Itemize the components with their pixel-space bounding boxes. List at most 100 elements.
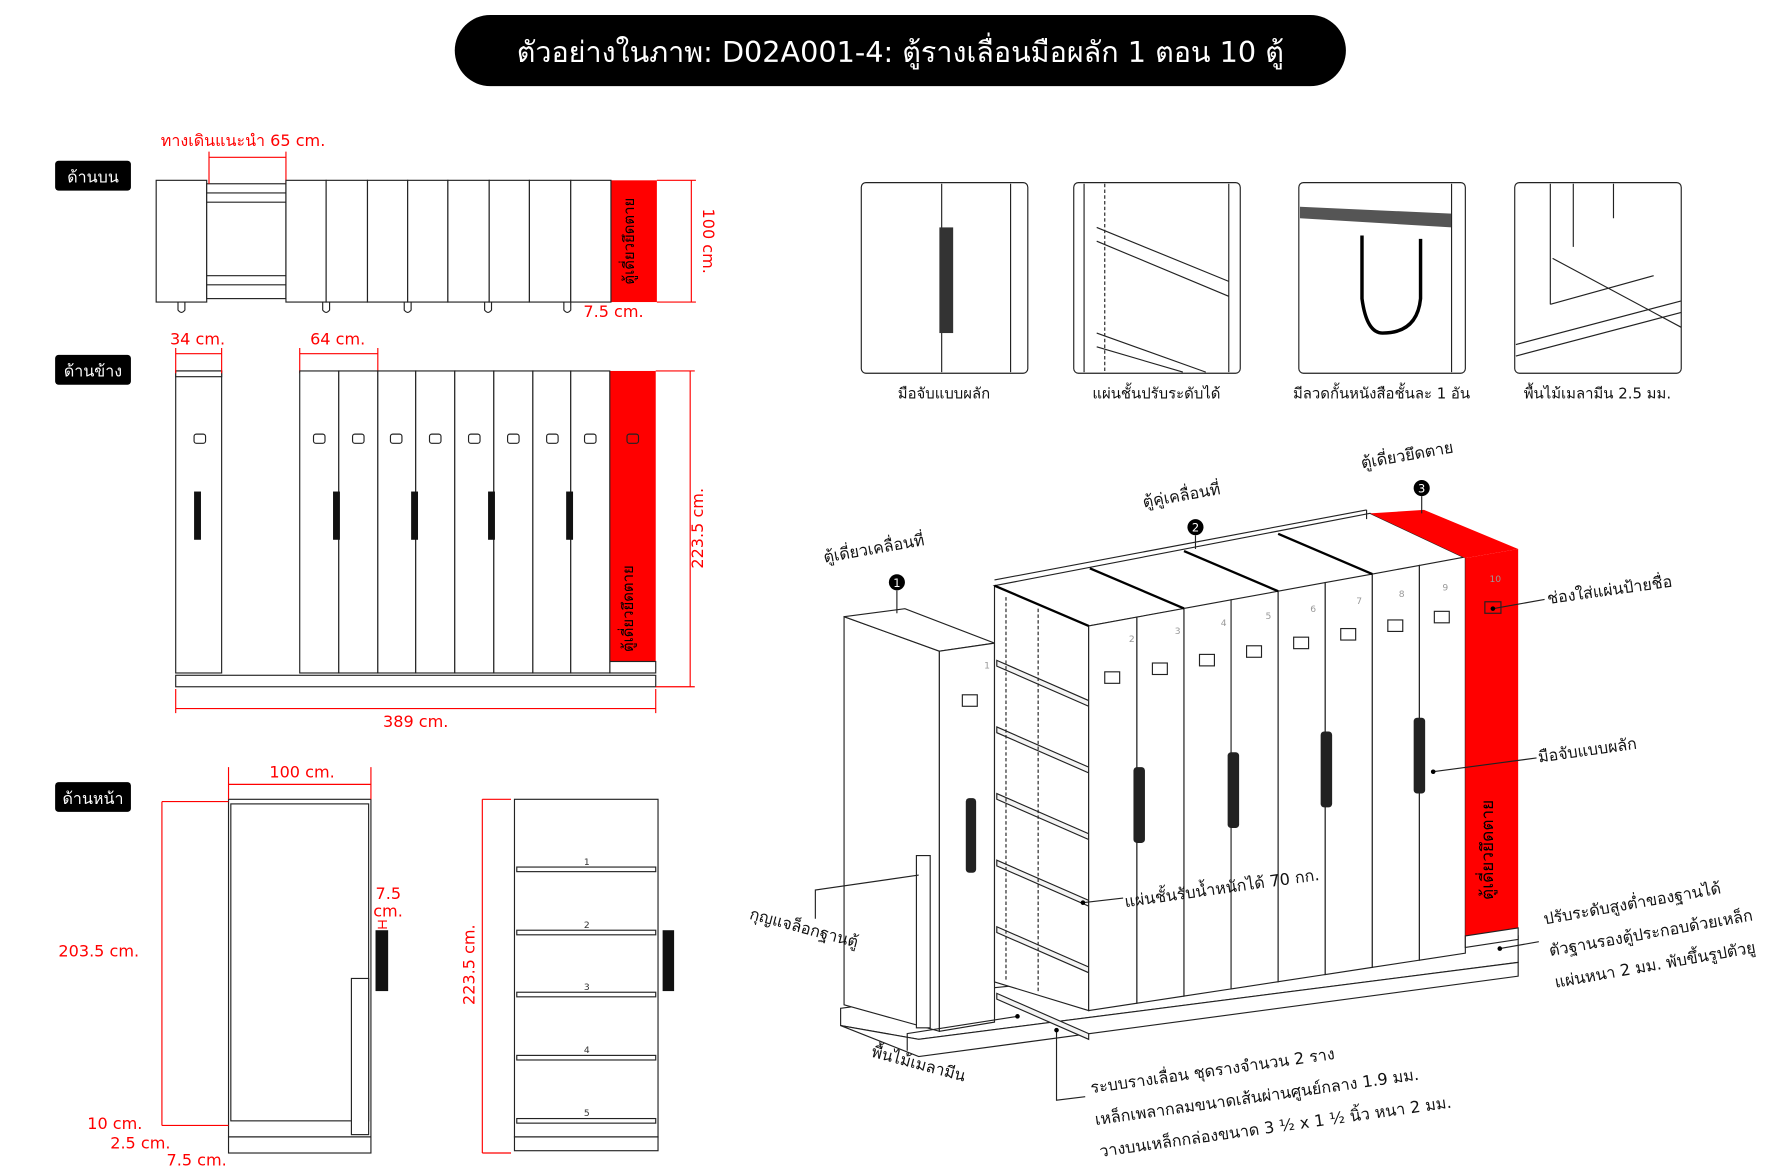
shelf-number: 5 <box>584 1108 590 1119</box>
svg-text:ตู้เดี่ยวยึดตาย: ตู้เดี่ยวยึดตาย <box>1359 436 1455 474</box>
handle-icon <box>488 491 495 540</box>
wheel-icon <box>484 302 493 313</box>
cabinet-number: 7 <box>1356 596 1362 607</box>
svg-text:มีลวดกั้นหนังสือชั้นละ 1 อัน: มีลวดกั้นหนังสือชั้นละ 1 อัน <box>1293 383 1470 403</box>
fixed-cabinet-top <box>1370 509 1519 559</box>
iso-cabinet-front <box>1324 573 1373 976</box>
wheel-icon <box>563 302 572 313</box>
svg-text:2.5 cm.: 2.5 cm. <box>110 1133 170 1152</box>
label-slot-icon <box>389 433 403 444</box>
cabinet-number: 8 <box>1399 589 1405 600</box>
detail-adjustable-shelf: แผ่นชั้นปรับระดับได้ <box>1073 182 1241 403</box>
svg-text:100 cm.: 100 cm. <box>699 209 718 274</box>
svg-text:10 cm.: 10 cm. <box>87 1114 142 1133</box>
side-view: ตู้เดี่ยวยึดตาย 34 cm. 64 cm. 223.5 cm. … <box>170 330 707 731</box>
cabinet-number: 5 <box>1266 611 1272 622</box>
iso-cabinet-front <box>1088 616 1138 1012</box>
shelf-number: 3 <box>584 982 590 993</box>
handle-icon <box>662 930 675 992</box>
iso-cabinet-front <box>1277 581 1326 983</box>
tag-side: ด้านข้าง <box>55 354 131 385</box>
shelf <box>516 1054 657 1061</box>
svg-text:1: 1 <box>893 576 900 590</box>
marker-2: 2 ตู้คู่เคลื่อนที่ <box>1141 477 1222 549</box>
side-cabinet <box>338 370 379 674</box>
side-cabinet <box>454 370 495 674</box>
side-cabinet <box>299 370 340 674</box>
handle-icon <box>1320 731 1333 808</box>
svg-text:7.5 cm.: 7.5 cm. <box>167 1151 227 1170</box>
top-cabinet <box>447 179 490 303</box>
handle-icon <box>333 491 340 540</box>
label-slot-icon <box>583 433 597 444</box>
top-cabinet <box>285 179 327 303</box>
label-slot-icon <box>1198 653 1215 667</box>
fixed-cabinet-front <box>1465 548 1519 936</box>
svg-text:223.5 cm.: 223.5 cm. <box>459 924 478 1005</box>
svg-text:223.5 cm.: 223.5 cm. <box>688 488 707 569</box>
label-slot-icon <box>1387 619 1404 633</box>
label-slot-icon <box>1151 662 1168 676</box>
svg-text:ด้านข้าง: ด้านข้าง <box>64 362 122 381</box>
title-banner: ตัวอย่างในภาพ: D02A001-4: ตู้รางเลื่อนมื… <box>454 14 1346 87</box>
detail-push-handle: มือจับแบบผลัก <box>860 182 1029 403</box>
handle-icon <box>965 798 977 873</box>
fixed-cabinet-top <box>610 180 657 303</box>
callout-name-slot: ช่องใส่แผ่นป้ายชื่อ <box>1546 570 1674 608</box>
svg-text:64 cm.: 64 cm. <box>310 330 365 349</box>
iso-cabinet-front <box>1418 556 1466 961</box>
handle-icon <box>1413 717 1426 794</box>
svg-text:34 cm.: 34 cm. <box>170 330 225 349</box>
side-cabinet <box>415 370 456 674</box>
top-cabinet <box>570 179 612 303</box>
label-slot-icon <box>626 433 640 444</box>
handle-icon <box>375 930 389 992</box>
shelf <box>516 866 657 873</box>
front-view: 100 cm. 203.5 cm. 10 cm. 2.5 cm. 7.5 cm.… <box>58 762 402 1169</box>
svg-text:ด้านหน้า: ด้านหน้า <box>63 789 124 808</box>
label-slot-icon <box>351 433 365 444</box>
cabinet-number: 9 <box>1442 582 1448 593</box>
wheel-icon <box>403 302 412 313</box>
svg-text:ตู้เดี่ยวยึดตาย: ตู้เดี่ยวยึดตาย <box>1475 800 1498 900</box>
label-slot-icon <box>312 433 326 444</box>
shelf-number: 2 <box>584 920 590 931</box>
handle-icon <box>1227 752 1240 829</box>
svg-text:ตู้เดี่ยวยึดตาย: ตู้เดี่ยวยึดตาย <box>617 565 637 652</box>
svg-text:ตู้คู่เคลื่อนที่: ตู้คู่เคลื่อนที่ <box>1141 477 1222 512</box>
top-cabinet <box>366 179 409 303</box>
top-cabinet <box>528 179 572 303</box>
callout-base: ปรับระดับสูงต่ำของฐานได้ ตัวฐานรองตู้ประ… <box>1542 877 1757 993</box>
svg-text:cm.: cm. <box>373 901 403 920</box>
base-lock <box>915 855 931 1029</box>
cabinet-number: 4 <box>1221 618 1227 629</box>
wheel-icon <box>177 302 186 313</box>
shelf-number: 4 <box>584 1045 590 1056</box>
svg-text:ตู้เดี่ยวเคลื่อนที่: ตู้เดี่ยวเคลื่อนที่ <box>822 528 926 567</box>
svg-text:100 cm.: 100 cm. <box>269 762 334 781</box>
label-slot-icon <box>507 433 520 444</box>
marker-1: 1 ตู้เดี่ยวเคลื่อนที่ <box>822 528 926 614</box>
cabinet-number: 10 <box>1489 574 1501 585</box>
shelf <box>516 929 657 936</box>
svg-text:7.5: 7.5 <box>376 884 402 903</box>
label-slot-icon <box>1340 627 1357 641</box>
svg-text:พื้นไม้เมลามีน 2.5 มม.: พื้นไม้เมลามีน 2.5 มม. <box>1524 383 1671 403</box>
svg-text:ด้านบน: ด้านบน <box>67 168 119 187</box>
svg-text:389 cm.: 389 cm. <box>383 712 448 731</box>
side-cabinet <box>493 370 534 674</box>
label-slot-icon <box>467 433 481 444</box>
cabinet-number: 6 <box>1310 604 1316 615</box>
title-text: ตัวอย่างในภาพ: D02A001-4: ตู้รางเลื่อนมื… <box>517 32 1284 70</box>
label-slot-icon <box>1104 671 1121 684</box>
svg-text:3: 3 <box>1418 482 1425 496</box>
callout-handle: มือจับแบบผลัก <box>1537 734 1638 767</box>
iso-cabinet-front <box>1371 564 1420 969</box>
svg-text:203.5 cm.: 203.5 cm. <box>58 942 139 961</box>
svg-text:7.5 cm.: 7.5 cm. <box>583 302 643 321</box>
side-cabinet <box>570 370 611 674</box>
detail-panels: มือจับแบบผลัก แผ่นชั้นปรับระดับได้ มีลวด… <box>860 182 1682 403</box>
cabinet-number: 2 <box>1129 634 1135 645</box>
